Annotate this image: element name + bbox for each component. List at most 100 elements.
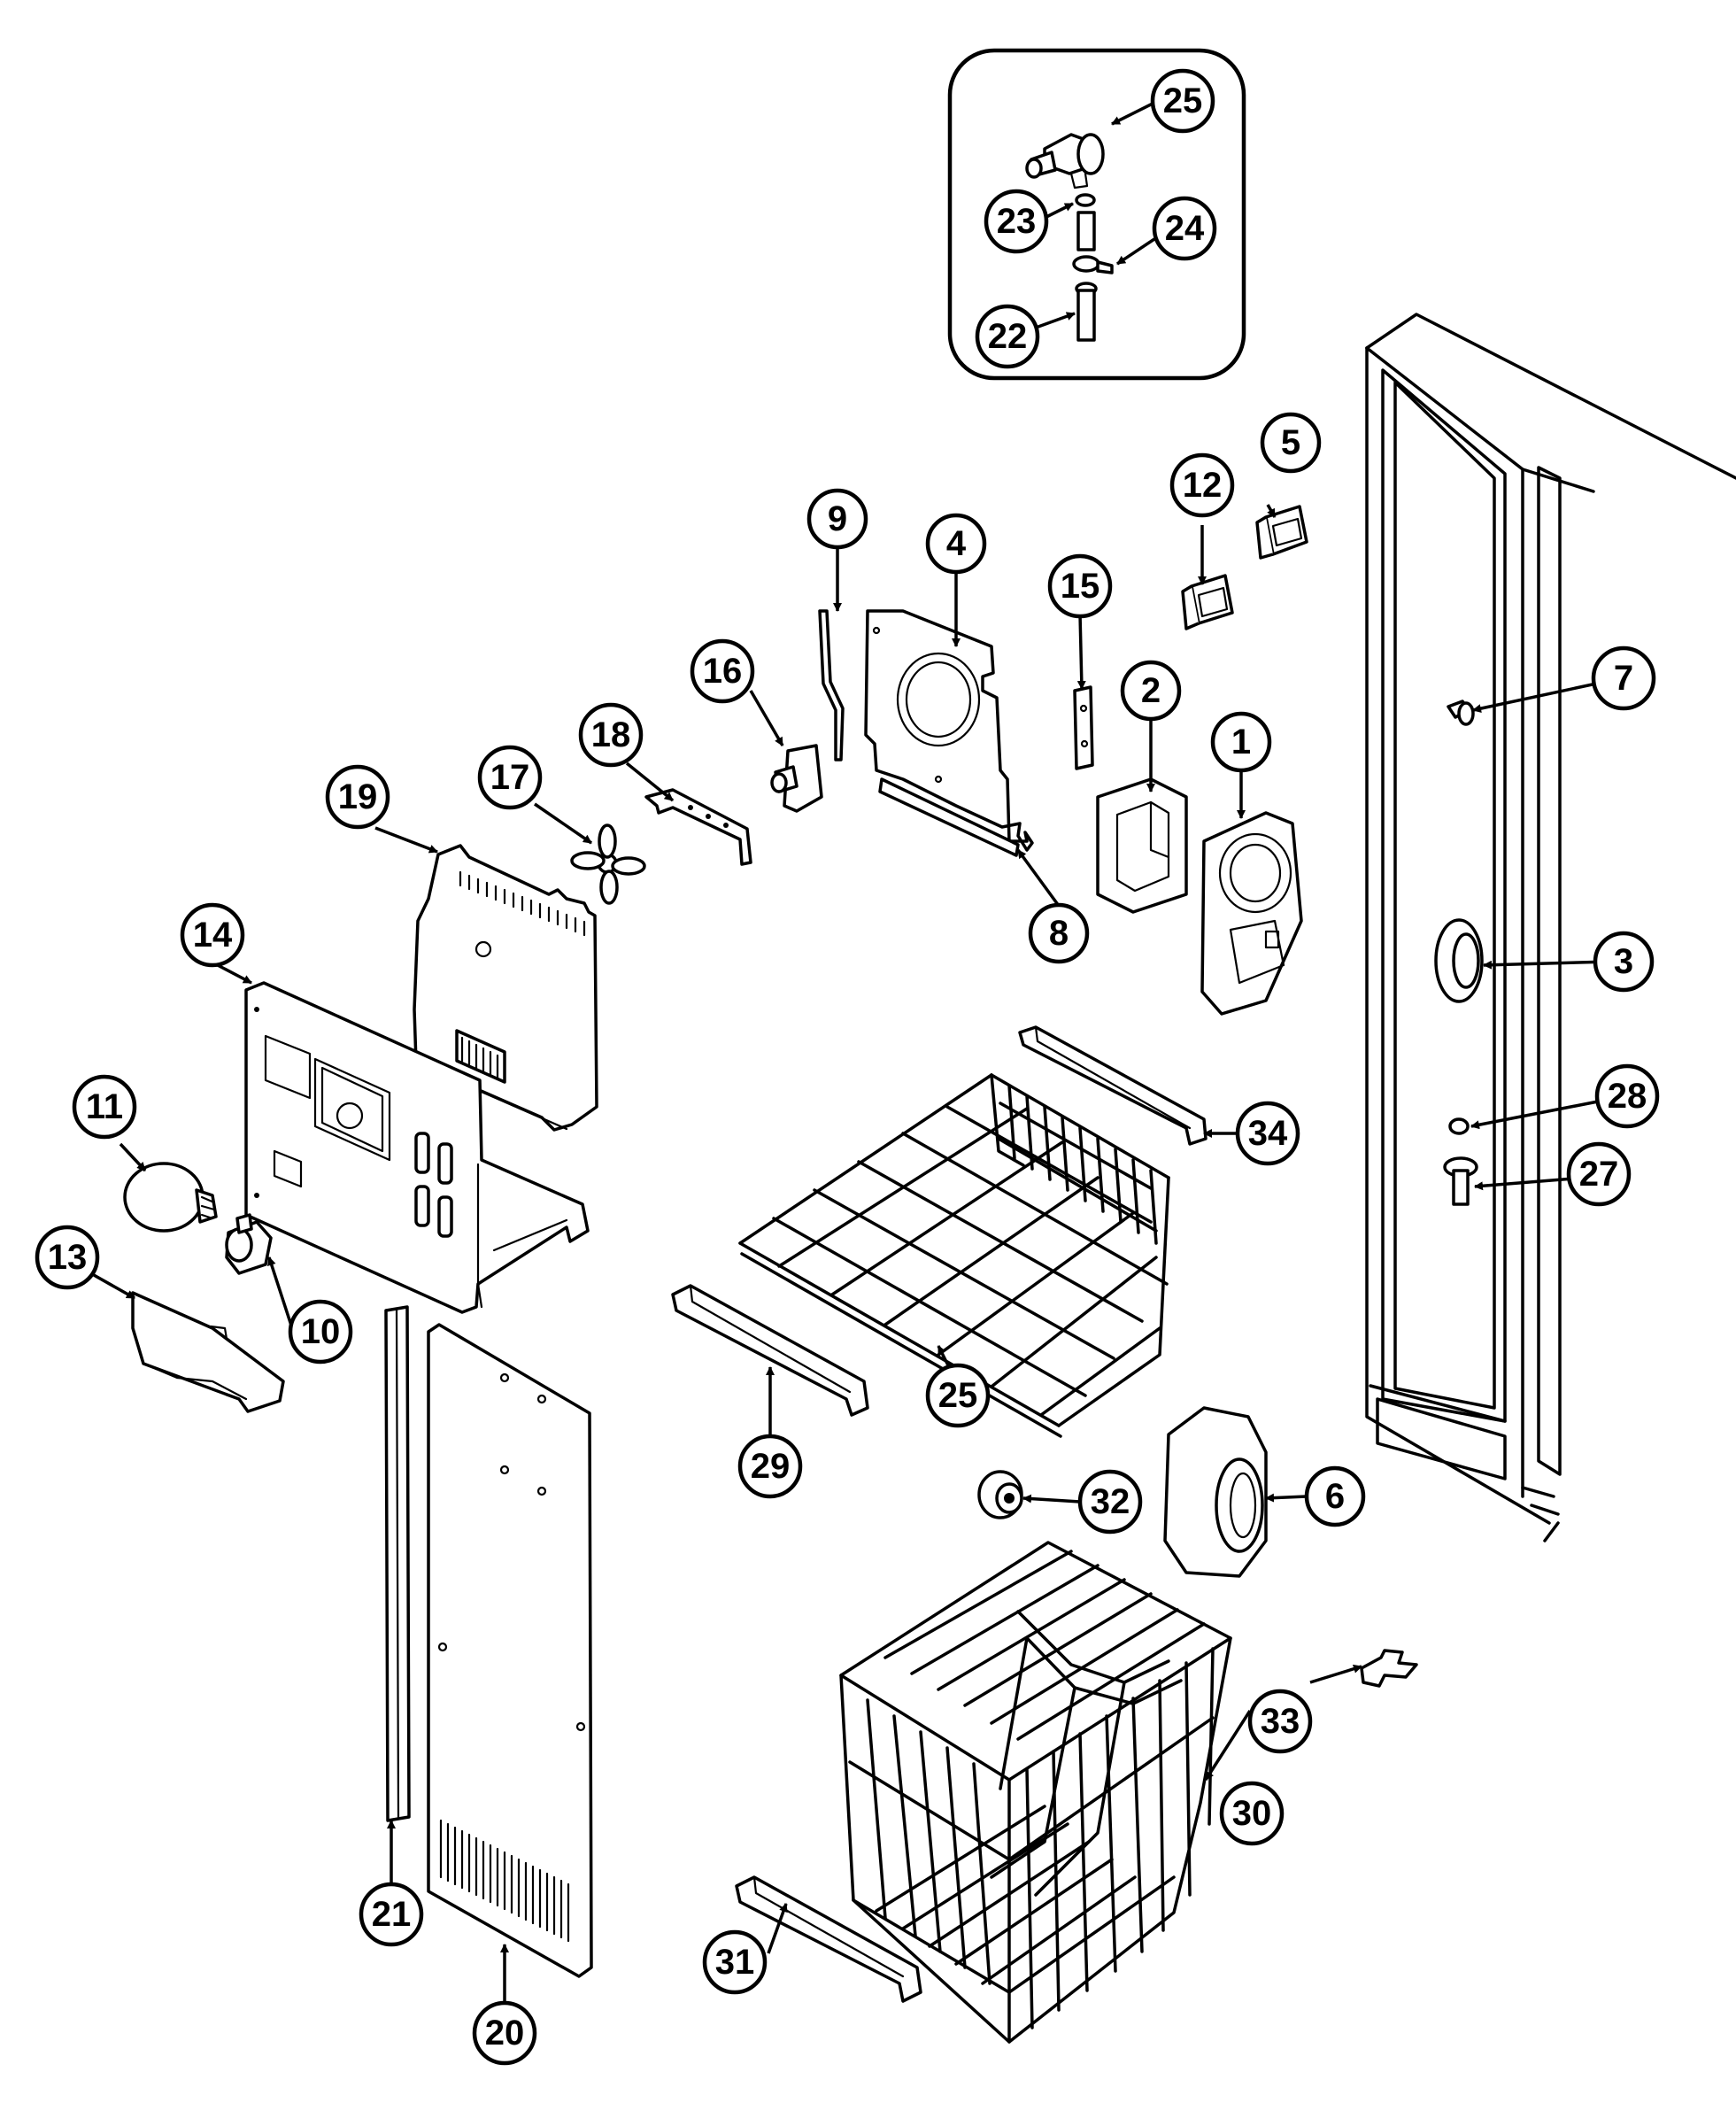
part-33-clip [1360,1649,1418,1688]
callout-5-label: 5 [1281,423,1300,462]
part-3-grommet [1434,918,1484,1003]
callout-33-label: 33 [1261,1702,1300,1741]
callout-32-label: 32 [1091,1482,1130,1521]
callout-12-label: 12 [1183,466,1223,505]
callout-28: 28 [1594,1063,1660,1129]
part-29-rail [671,1284,869,1417]
callout-17: 17 [477,745,543,810]
callout-11-label: 11 [86,1087,123,1126]
callout-2-label: 2 [1141,671,1161,710]
part-13-light-cover [131,1291,285,1413]
callout-19: 19 [325,764,390,830]
callout-9-label: 9 [828,499,847,538]
part-11-bulb [123,1162,218,1233]
callout-26: 25 [1150,68,1215,134]
callout-8: 8 [1028,902,1090,964]
callout-16: 16 [690,638,755,704]
part-27-plug [1443,1156,1478,1206]
callout-17-label: 17 [490,758,530,797]
callout-32: 32 [1077,1469,1143,1535]
callout-27: 27 [1566,1141,1632,1207]
part-19-panel [413,844,598,1132]
part-22-tube [1075,282,1098,342]
callout-26-label: 25 [1163,81,1203,120]
part-4-plate [864,609,1034,852]
callout-7-label: 7 [1614,659,1633,698]
callout-19-label: 19 [338,777,378,816]
callout-14-label: 14 [193,916,233,955]
part-24-clamp [1072,255,1114,274]
callout-7: 7 [1591,646,1656,711]
callout-11: 11 [72,1074,137,1140]
callout-1-label: 1 [1231,723,1251,761]
part-21-strip [384,1305,411,1822]
part-tube-upper [1076,211,1096,251]
callout-34: 34 [1235,1101,1300,1166]
part-2-housing [1096,777,1188,914]
callout-3: 3 [1593,931,1655,993]
part-31-rail [735,1875,922,2003]
callout-34-label: 34 [1248,1114,1288,1153]
callout-2: 2 [1120,660,1182,722]
callout-23: 23 [984,189,1049,254]
callout-18: 18 [578,702,644,768]
part-9-rod [818,609,845,761]
callout-28-label: 28 [1608,1077,1647,1116]
callout-5: 5 [1260,412,1322,474]
callout-6-label: 6 [1325,1477,1345,1516]
callout-15-label: 15 [1061,567,1100,606]
part-23-ferrule [1075,193,1096,207]
part-5-switch [1255,505,1308,560]
callout-13-label: 13 [48,1238,88,1277]
callout-25-label: 25 [938,1376,978,1415]
callout-23-label: 23 [997,202,1037,241]
callout-12: 12 [1169,452,1235,518]
part-10-socket [225,1213,273,1275]
freezer-cabinet-outline [1365,313,1736,1542]
callout-6: 6 [1304,1465,1366,1527]
callout-24: 24 [1152,196,1217,261]
part-6-cover [1163,1406,1268,1578]
callout-31: 31 [702,1929,768,1995]
callout-21-label: 21 [372,1895,412,1934]
callout-31-label: 31 [715,1943,755,1982]
callout-18-label: 18 [591,715,631,754]
part-15-bracket [1073,685,1094,770]
callout-10: 10 [288,1299,353,1365]
part-17-fan-blade [570,823,646,905]
callout-8-label: 8 [1049,914,1069,953]
callout-25: 25 [925,1363,991,1428]
callout-4: 4 [925,513,987,575]
callout-30: 30 [1219,1781,1285,1846]
callout-20: 20 [472,2000,537,2066]
callout-3-label: 3 [1614,942,1633,981]
part-28-plug [1448,1117,1470,1135]
callout-1: 1 [1210,711,1272,773]
part-8-strip [878,777,1020,857]
callout-16-label: 16 [703,652,743,691]
callout-29: 29 [737,1434,803,1499]
callout-20-label: 20 [485,2014,525,2053]
callout-13: 13 [35,1225,100,1290]
part-18-bracket [644,788,752,866]
callout-21: 21 [359,1882,424,1947]
part-32-roller [977,1470,1023,1519]
part-12-switch [1181,574,1234,630]
callout-10-label: 10 [301,1312,341,1351]
callout-33: 33 [1247,1689,1313,1754]
callout-leaders [93,100,1614,2003]
callout-14: 14 [180,902,245,968]
part-34-rail [1018,1025,1207,1146]
callout-15: 15 [1047,553,1113,619]
callout-30-label: 30 [1232,1794,1272,1833]
callout-24-label: 24 [1165,209,1205,248]
part-1-fan-shroud [1200,811,1303,1016]
inset-detail-box [947,48,1246,381]
callout-22: 22 [975,304,1040,369]
part-30-basket [839,1541,1232,2044]
part-16-damper-control [770,744,823,813]
part-26-valve [1025,133,1105,189]
part-25-wire-shelf [738,1073,1170,1438]
part-7-screw [1447,700,1475,726]
callout-4-label: 4 [946,524,967,563]
